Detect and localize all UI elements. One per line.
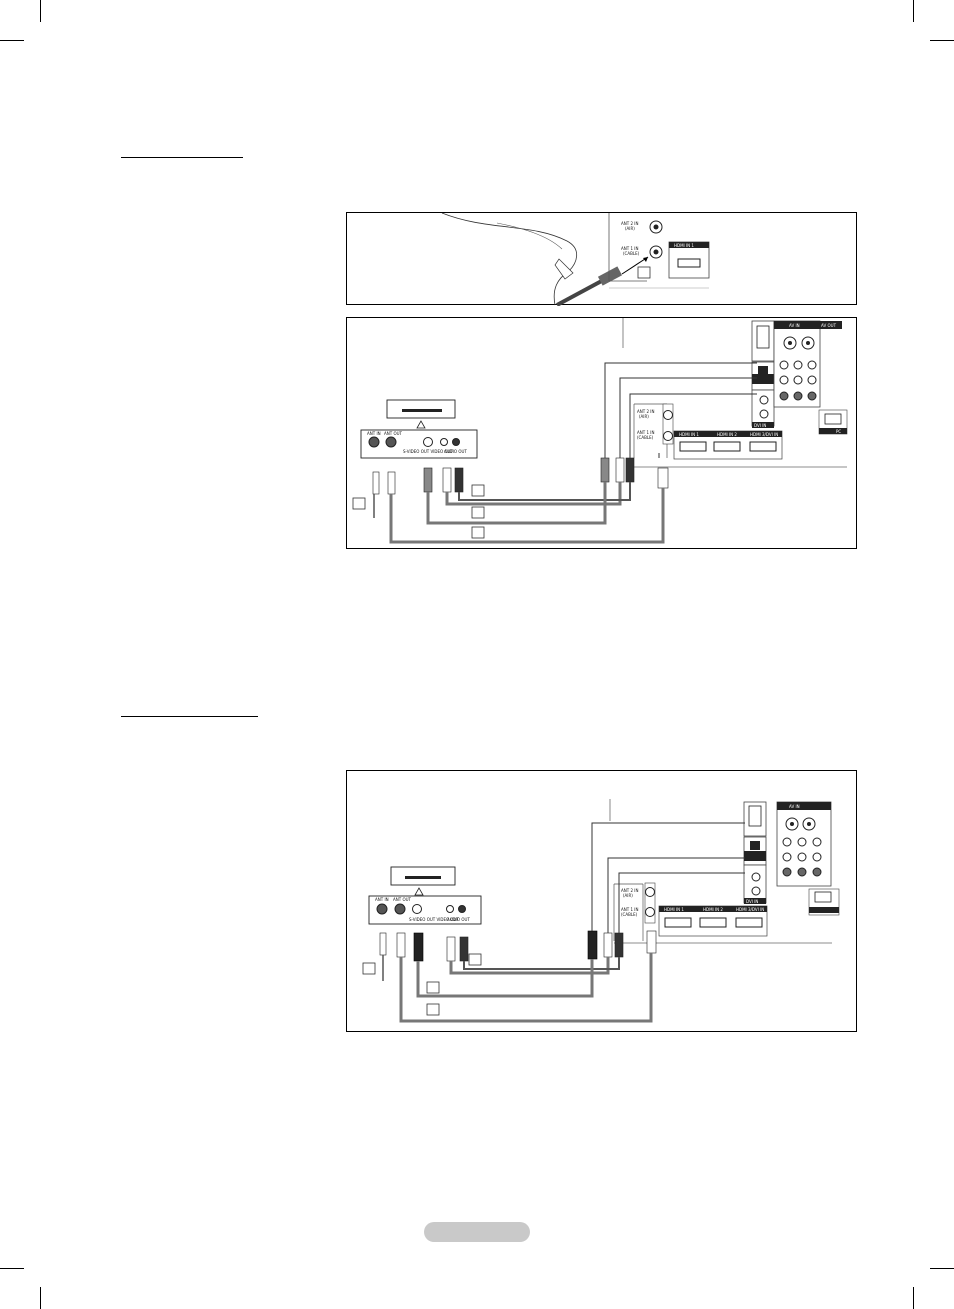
crop-mark-top-left-v [40, 0, 41, 22]
svg-text:(CABLE): (CABLE) [621, 912, 638, 917]
figure-antenna-connection: ANT 2 IN (AIR) ANT 1 IN (CABLE) HDMI IN … [346, 212, 857, 306]
callout-5 [362, 962, 376, 975]
svg-text:HDMI IN 1: HDMI IN 1 [679, 432, 699, 437]
crop-mark-bottom-right-v [913, 1287, 914, 1309]
page-number-pill [424, 1222, 530, 1242]
figure-vcr-connection-2: DVI IN AV IN ANT 2 IN (AIR) ANT 1 IN (CA… [346, 770, 857, 1032]
callout-8 [426, 1003, 440, 1016]
svg-text:S-VIDEO OUT VIDEO OUT: S-VIDEO OUT VIDEO OUT [409, 917, 460, 922]
crop-mark-top-right-v [913, 0, 914, 22]
svg-text:HDMI 3/DVI IN: HDMI 3/DVI IN [736, 907, 764, 912]
vcr-diagram-2: DVI IN AV IN ANT 2 IN (AIR) ANT 1 IN (CA… [362, 799, 840, 1023]
svg-text:AUDIO OUT: AUDIO OUT [444, 449, 467, 454]
svg-text:S-VIDEO OUT VIDEO OUT: S-VIDEO OUT VIDEO OUT [403, 449, 454, 454]
audio-cable-l [445, 482, 622, 506]
svg-text:(AIR): (AIR) [625, 226, 635, 231]
svg-text:ANT 2 IN: ANT 2 IN [621, 888, 638, 893]
svg-text:DVI IN: DVI IN [754, 423, 766, 428]
svg-text:AV IN: AV IN [789, 804, 800, 809]
svg-text:ANT IN: ANT IN [375, 897, 389, 902]
svg-text:AV IN: AV IN [789, 323, 800, 328]
svg-text:ANT OUT: ANT OUT [393, 897, 412, 902]
crop-mark-bottom-right-h [930, 1268, 954, 1269]
callout-2 [471, 484, 485, 497]
callout-1 [352, 497, 366, 510]
coax-plug [597, 266, 623, 286]
antenna-diagram: ANT 2 IN (AIR) ANT 1 IN (CABLE) HDMI IN … [441, 213, 710, 306]
svg-text:(CABLE): (CABLE) [623, 251, 640, 256]
callout-7 [426, 981, 440, 994]
svg-text:HDMI IN 2: HDMI IN 2 [703, 907, 723, 912]
coax-cable [556, 275, 610, 306]
vcr-diagram: DVI IN AV IN AV OUT PC ANT 2 IN (AIR) AN… [352, 318, 848, 544]
hdmi-port [677, 258, 701, 268]
svg-text:(AIR): (AIR) [623, 893, 633, 898]
ant2-label: ANT 2 IN [621, 221, 638, 226]
svg-text:DVI IN: DVI IN [746, 899, 758, 904]
tv-video-plug [600, 457, 610, 483]
audio-cable-r [458, 482, 631, 501]
section-rule-1 [121, 157, 243, 158]
crop-mark-top-right-h [930, 40, 954, 41]
svg-text:HDMI 3/DVI IN: HDMI 3/DVI IN [750, 432, 778, 437]
callout-4 [471, 526, 485, 539]
tv-coax-plug [657, 467, 669, 489]
svg-text:HDMI IN 2: HDMI IN 2 [717, 432, 737, 437]
svg-text:ANT 2 IN: ANT 2 IN [637, 409, 654, 414]
svg-text:ANT OUT: ANT OUT [384, 431, 403, 436]
svg-text:(CABLE): (CABLE) [637, 435, 654, 440]
svg-text:ANT 1 IN: ANT 1 IN [621, 907, 638, 912]
crop-mark-bottom-left-h [0, 1268, 24, 1269]
section-rule-2 [121, 716, 258, 717]
callout-box [637, 266, 651, 279]
svg-text:(AIR): (AIR) [639, 414, 649, 419]
pc-port [824, 413, 842, 425]
callout-6 [468, 953, 482, 966]
svg-text:PC: PC [836, 429, 841, 434]
svg-text:AUDIO OUT: AUDIO OUT [447, 917, 470, 922]
hand-outline [441, 213, 578, 306]
svg-text:AV OUT: AV OUT [821, 323, 837, 328]
svg-text:ANT IN: ANT IN [367, 431, 381, 436]
ant1-label: ANT 1 IN [621, 246, 638, 251]
hdmi1-label: HDMI IN 1 [674, 243, 694, 248]
callout-3 [471, 506, 485, 519]
svg-text:ANT 1 IN: ANT 1 IN [637, 430, 654, 435]
tv-audio-l-plug [615, 457, 625, 483]
svg-text:HDMI IN 1: HDMI IN 1 [664, 907, 684, 912]
tv-audio-r-plug [625, 457, 635, 483]
video-cable [426, 482, 607, 525]
crop-mark-bottom-left-v [40, 1287, 41, 1309]
crop-mark-top-left-h [0, 40, 24, 41]
rf-cable [389, 488, 665, 544]
figure-vcr-connection: DVI IN AV IN AV OUT PC ANT 2 IN (AIR) AN… [346, 317, 857, 549]
